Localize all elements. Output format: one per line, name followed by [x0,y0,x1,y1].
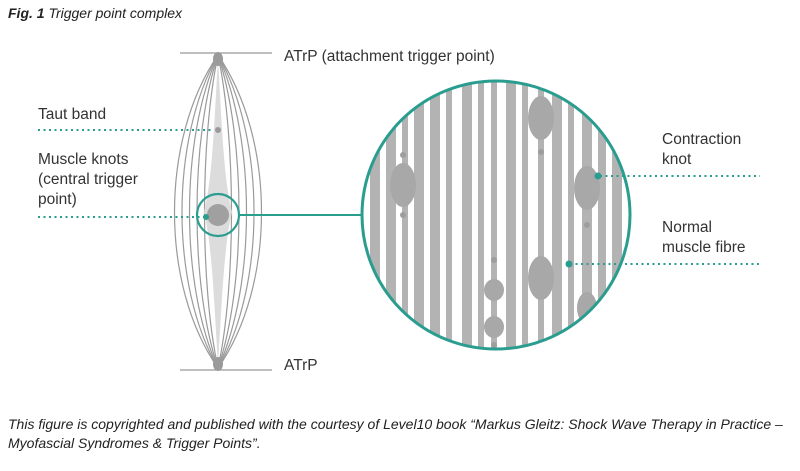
normal-fibre-dot [565,260,573,268]
taut-band-marker [215,127,221,133]
muscle-spindle [174,52,272,371]
central-trigger-point [207,204,229,226]
atrp-top-knot [213,52,223,66]
magnified-fibres [362,81,630,349]
atrp-bottom-knot [213,357,223,371]
label-normal-fibre: Normal muscle fibre [662,219,746,256]
figure-title: Fig. 1 Trigger point complex [8,5,182,21]
label-atrp-top: ATrP (attachment trigger point) [284,48,495,65]
label-contraction-knot: Contraction knot [662,131,742,168]
muscle-knots-dot [203,214,209,220]
leader-lines [38,129,760,265]
figure-caption: This figure is copyrighted and published… [8,416,783,451]
label-muscle-knots: Muscle knots (central trigger point) [38,151,138,208]
magnifier-circle [360,79,632,351]
figure-label: Fig. 1 [8,5,45,21]
fibre-nodes [400,149,590,348]
contraction-knot-dot [594,172,602,180]
label-atrp-bottom: ATrP [284,357,318,374]
figure-title-text: Trigger point complex [48,5,183,21]
label-taut-band: Taut band [38,106,107,123]
